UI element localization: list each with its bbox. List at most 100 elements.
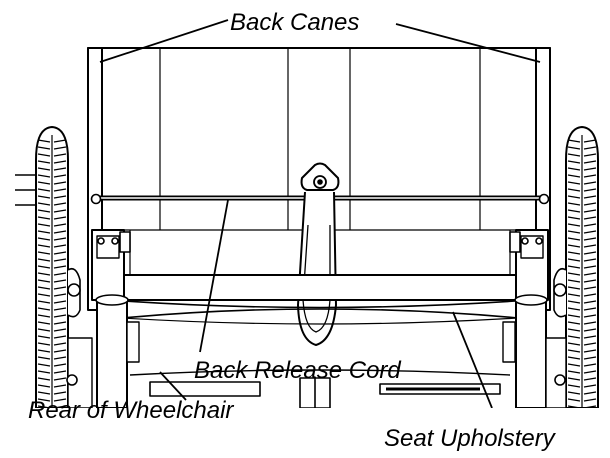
tread-mark — [53, 342, 67, 346]
tread-mark — [37, 258, 51, 262]
tread-mark — [37, 223, 51, 227]
tread-mark — [53, 216, 67, 220]
tread-mark — [37, 153, 51, 157]
tread-mark — [583, 139, 597, 143]
tread-mark — [583, 342, 597, 346]
tread-mark — [37, 181, 51, 185]
tread-mark — [53, 349, 67, 353]
tread-mark — [53, 314, 67, 318]
leader-back-canes-right — [395, 23, 541, 63]
tread-mark — [37, 405, 51, 408]
tread-mark — [567, 181, 581, 185]
tread-mark — [567, 153, 581, 157]
tread-mark — [583, 349, 597, 353]
tread-mark — [53, 160, 67, 164]
tread-mark — [53, 146, 67, 150]
tread-mark — [567, 237, 581, 241]
tread-mark — [583, 363, 597, 367]
tread-mark — [567, 216, 581, 220]
tread-mark — [567, 272, 581, 276]
tread-mark — [583, 265, 597, 269]
tread-mark — [567, 307, 581, 311]
tread-mark — [583, 160, 597, 164]
tread-mark — [37, 363, 51, 367]
tread-mark — [567, 356, 581, 360]
tread-mark — [37, 328, 51, 332]
tread-mark — [37, 195, 51, 199]
tread-mark — [567, 342, 581, 346]
label-seat-upholstery: Seat Upholstery — [384, 425, 557, 452]
tread-mark — [53, 139, 67, 143]
tread-mark — [53, 237, 67, 241]
tread-mark — [37, 160, 51, 164]
tread-mark — [583, 258, 597, 262]
tread-mark — [567, 286, 581, 290]
tread-mark — [567, 335, 581, 339]
tread-mark — [567, 391, 581, 395]
tread-mark — [583, 300, 597, 304]
tread-mark — [567, 363, 581, 367]
leader-seat-upholstery — [452, 311, 493, 409]
tread-mark — [53, 363, 67, 367]
tread-mark — [583, 181, 597, 185]
tread-mark — [567, 265, 581, 269]
tread-mark — [53, 370, 67, 374]
tread-mark — [37, 265, 51, 269]
tread-mark — [567, 349, 581, 353]
tread-mark — [583, 230, 597, 234]
tread-mark — [37, 300, 51, 304]
tread-mark — [53, 174, 67, 178]
tread-mark — [53, 181, 67, 185]
tread-mark — [37, 209, 51, 213]
right-rear-tire — [565, 126, 599, 408]
tread-mark — [53, 167, 67, 171]
tread-mark — [583, 293, 597, 297]
tread-mark — [37, 167, 51, 171]
tread-mark — [53, 328, 67, 332]
tread-mark — [567, 328, 581, 332]
tread-mark — [583, 286, 597, 290]
tread-mark — [583, 384, 597, 388]
tread-mark — [37, 139, 51, 143]
tread-mark — [583, 398, 597, 402]
tread-mark — [583, 405, 597, 408]
tread-mark — [53, 265, 67, 269]
tread-mark — [53, 321, 67, 325]
tread-mark — [583, 195, 597, 199]
tread-mark — [37, 384, 51, 388]
tread-mark — [37, 146, 51, 150]
tread-mark — [37, 321, 51, 325]
tread-mark — [567, 293, 581, 297]
tread-mark — [53, 391, 67, 395]
tread-mark — [583, 188, 597, 192]
tread-mark — [567, 188, 581, 192]
tread-mark — [53, 188, 67, 192]
label-back-release-cord: Back Release Cord — [194, 357, 401, 384]
tread-mark — [53, 398, 67, 402]
tread-mark — [37, 279, 51, 283]
tread-mark — [583, 216, 597, 220]
tread-mark — [37, 370, 51, 374]
tread-mark — [53, 300, 67, 304]
tread-mark — [567, 377, 581, 381]
tread-mark — [583, 244, 597, 248]
tread-mark — [567, 230, 581, 234]
leader-back-canes-left — [99, 19, 229, 63]
tread-mark — [37, 237, 51, 241]
tread-mark — [567, 405, 581, 408]
tread-mark — [53, 202, 67, 206]
tread-mark — [567, 139, 581, 143]
label-rear-of-wheelchair: Rear of Wheelchair — [28, 397, 234, 424]
tread-mark — [567, 314, 581, 318]
tread-mark — [583, 209, 597, 213]
tread-mark — [567, 195, 581, 199]
tread-mark — [37, 342, 51, 346]
tread-mark — [583, 146, 597, 150]
tread-mark — [567, 160, 581, 164]
left-frame-hardware — [66, 229, 140, 408]
tread-mark — [53, 153, 67, 157]
tread-mark — [583, 307, 597, 311]
tread-mark — [37, 251, 51, 255]
tread-mark — [37, 398, 51, 402]
right-frame-hardware — [502, 229, 567, 408]
